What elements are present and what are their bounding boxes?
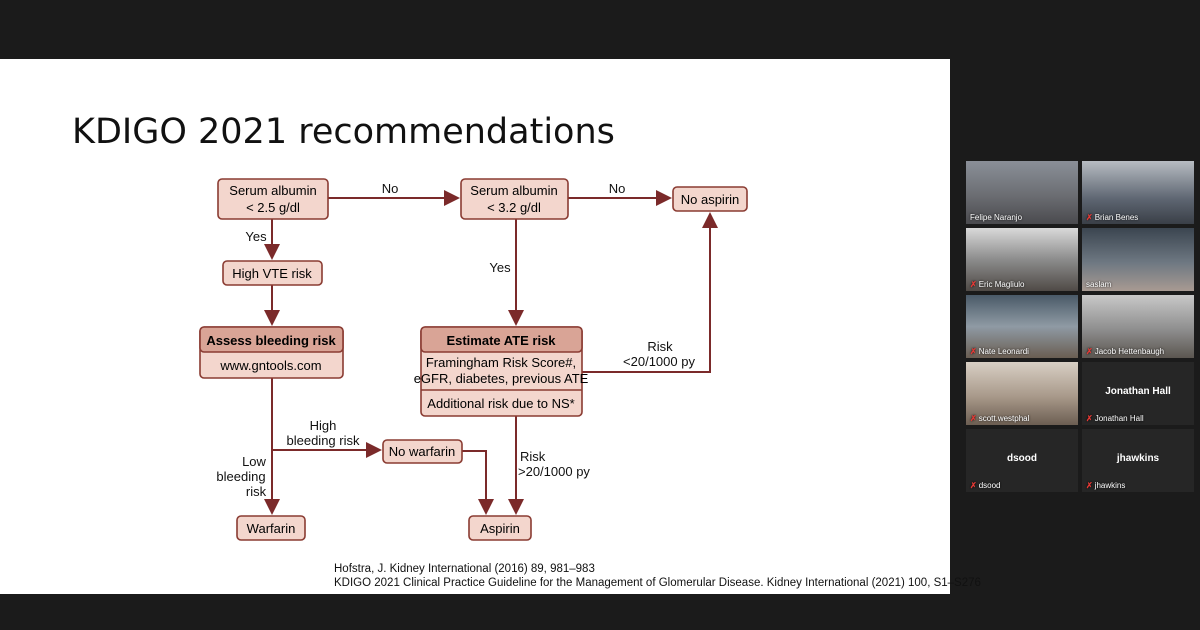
participant-name: scott.westphal — [978, 414, 1030, 423]
muted-mic-icon: ✗ — [1086, 414, 1093, 423]
participant-display-name: jhawkins — [1116, 453, 1160, 464]
muted-mic-icon: ✗ — [970, 347, 977, 356]
high-vte-risk-label: High VTE risk — [232, 266, 312, 281]
serum-albumin-32-line1: Serum albumin — [470, 183, 557, 198]
participant-tile[interactable]: dsood ✗dsood — [966, 429, 1078, 492]
assess-bleeding-risk-title: Assess bleeding risk — [206, 333, 336, 348]
serum-albumin-25-box: Serum albumin < 2.5 g/dl — [217, 178, 329, 220]
edge-label-low-bleeding-1: Low — [242, 454, 266, 469]
aspirin-box: Aspirin — [468, 515, 532, 541]
muted-mic-icon: ✗ — [1086, 213, 1093, 222]
edge-label-risk-low-1: Risk — [647, 339, 673, 354]
high-vte-risk-box: High VTE risk — [222, 260, 323, 286]
additional-risk-label: Additional risk due to NS* — [427, 396, 574, 411]
edge-label-yes-1: Yes — [245, 229, 267, 244]
participant-tile[interactable]: jhawkins ✗jhawkins — [1082, 429, 1194, 492]
muted-mic-icon: ✗ — [970, 414, 977, 423]
participant-video — [966, 295, 1078, 358]
participant-tile[interactable]: ✗Nate Leonardi — [966, 295, 1078, 358]
participant-video — [966, 362, 1078, 425]
warfarin-label: Warfarin — [247, 521, 296, 536]
participant-tile[interactable]: Jonathan Hall ✗Jonathan Hall — [1082, 362, 1194, 425]
participant-tile[interactable]: saslam — [1082, 228, 1194, 291]
participant-name: jhawkins — [1094, 481, 1126, 490]
citation-hofstra: Hofstra, J. Kidney International (2016) … — [334, 563, 595, 575]
citation-kdigo: KDIGO 2021 Clinical Practice Guideline f… — [334, 577, 981, 589]
no-aspirin-box: No aspirin — [672, 186, 748, 212]
participant-video — [1082, 295, 1194, 358]
participant-name: Brian Benes — [1094, 213, 1139, 222]
participant-name: Jonathan Hall — [1094, 414, 1144, 423]
edge-label-high-bleeding-2: bleeding risk — [287, 433, 360, 448]
edge-label-risk-low-2: <20/1000 py — [623, 354, 695, 369]
participant-video — [1082, 228, 1194, 291]
participant-video — [966, 161, 1078, 224]
muted-mic-icon: ✗ — [1086, 347, 1093, 356]
participant-name: dsood — [978, 481, 1001, 490]
participant-name: Felipe Naranjo — [970, 213, 1023, 222]
participant-tile[interactable]: ✗Eric Magliulo — [966, 228, 1078, 291]
serum-albumin-25-line2: < 2.5 g/dl — [246, 200, 300, 215]
framingham-line2: eGFR, diabetes, previous ATE — [414, 371, 589, 386]
participant-video — [1082, 161, 1194, 224]
participant-tile[interactable]: ✗Brian Benes — [1082, 161, 1194, 224]
assess-bleeding-risk-box: Assess bleeding risk www.gntools.com — [199, 326, 344, 379]
participant-name: Eric Magliulo — [978, 280, 1025, 289]
edge-label-high-bleeding-1: High — [310, 418, 337, 433]
participant-display-name: Jonathan Hall — [1105, 386, 1171, 397]
flow-connectors — [264, 190, 718, 515]
warfarin-box: Warfarin — [236, 515, 306, 541]
participant-tile[interactable]: Felipe Naranjo — [966, 161, 1078, 224]
participant-name: Jacob Hettenbaugh — [1094, 347, 1165, 356]
gntools-link-text: www.gntools.com — [219, 358, 321, 373]
participant-name: saslam — [1086, 280, 1112, 289]
participant-video — [966, 228, 1078, 291]
no-warfarin-label: No warfarin — [389, 444, 455, 459]
slide-title: KDIGO 2021 recommendations — [72, 112, 615, 152]
muted-mic-icon: ✗ — [970, 481, 977, 490]
edge-label-yes-2: Yes — [489, 260, 511, 275]
estimate-ate-risk-title: Estimate ATE risk — [446, 333, 556, 348]
edge-label-risk-high-1: Risk — [520, 449, 546, 464]
no-warfarin-box: No warfarin — [382, 439, 463, 464]
edge-label-no-1: No — [382, 181, 399, 196]
muted-mic-icon: ✗ — [1086, 481, 1093, 490]
edge-labels: No No Yes Yes Risk <20/1000 py Risk >20/… — [216, 181, 695, 499]
participant-tile[interactable]: ✗Jacob Hettenbaugh — [1082, 295, 1194, 358]
participant-name: Nate Leonardi — [978, 347, 1029, 356]
no-aspirin-label: No aspirin — [681, 192, 740, 207]
framingham-line1: Framingham Risk Score#, — [426, 355, 576, 370]
flowchart: Serum albumin < 2.5 g/dl Serum albumin <… — [199, 178, 748, 541]
edge-label-risk-high-2: >20/1000 py — [518, 464, 590, 479]
participant-display-name: dsood — [1007, 453, 1037, 464]
edge-label-no-2: No — [609, 181, 626, 196]
aspirin-label: Aspirin — [480, 521, 520, 536]
participant-tile[interactable]: ✗scott.westphal — [966, 362, 1078, 425]
edge-label-low-bleeding-3: risk — [246, 484, 267, 499]
edge-label-low-bleeding-2: bleeding — [216, 469, 265, 484]
serum-albumin-32-box: Serum albumin < 3.2 g/dl — [460, 178, 569, 220]
serum-albumin-32-line2: < 3.2 g/dl — [487, 200, 541, 215]
serum-albumin-25-line1: Serum albumin — [229, 183, 316, 198]
muted-mic-icon: ✗ — [970, 280, 977, 289]
estimate-ate-risk-box: Estimate ATE risk Framingham Risk Score#… — [414, 326, 589, 417]
